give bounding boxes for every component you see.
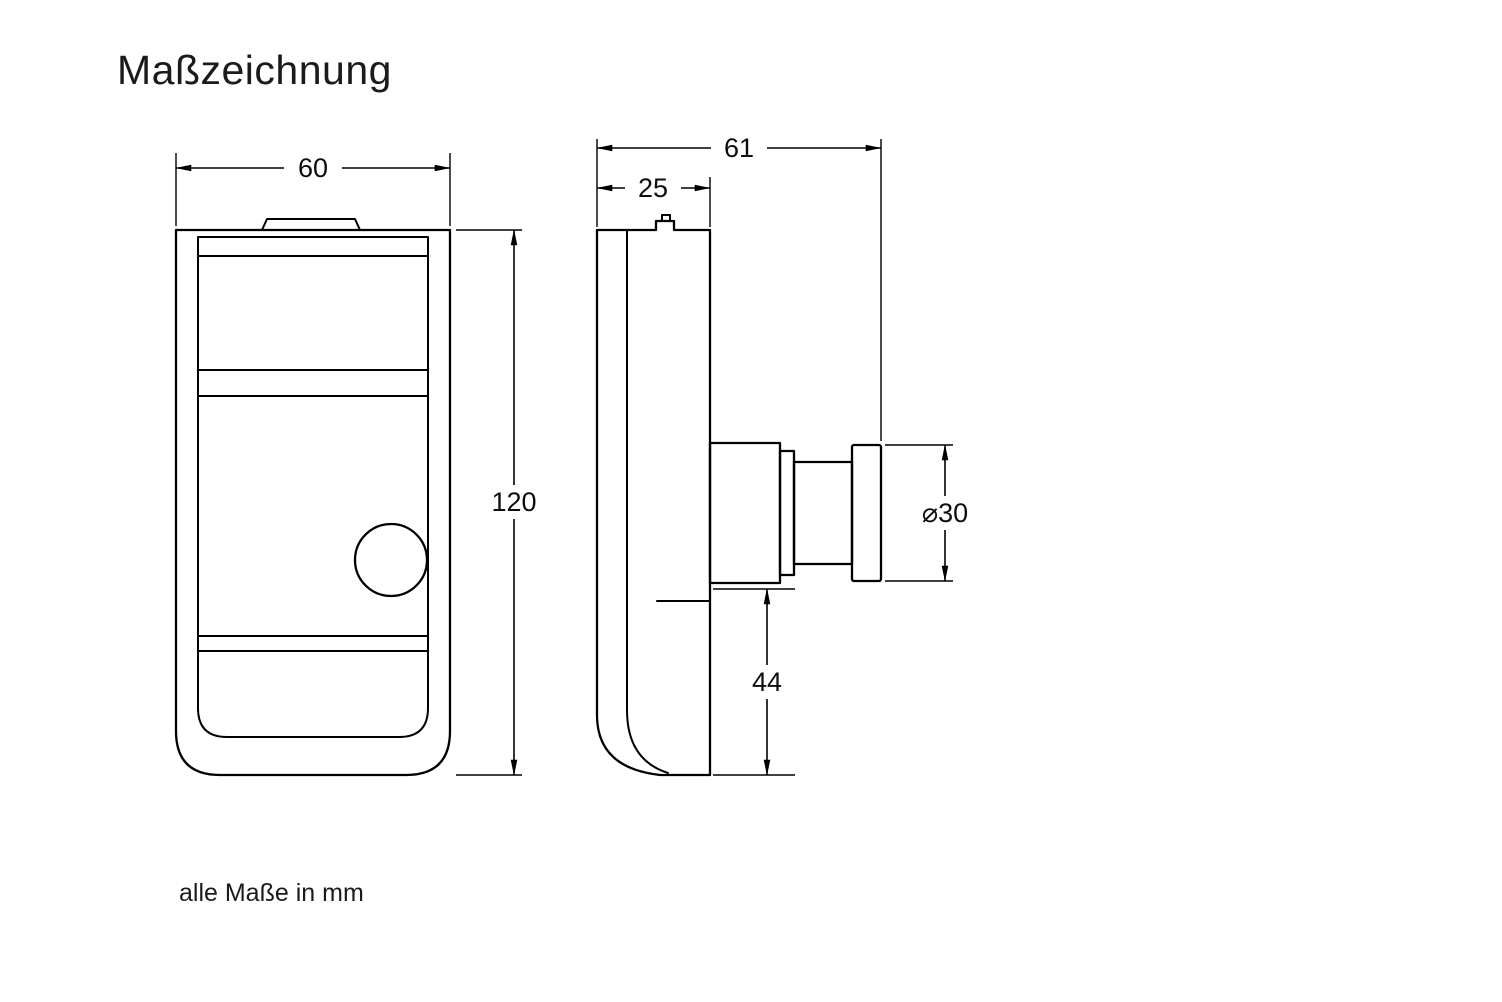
side-outline: [595, 219, 712, 777]
units-note: alle Maße in mm: [179, 879, 364, 907]
label-bg-body-depth: [625, 171, 681, 204]
dim-label-total-depth: 61: [724, 133, 754, 163]
dim-label-knob-diameter: ⌀30: [922, 498, 968, 528]
knob-flange: [778, 449, 796, 577]
label-bg-knob-diameter: [903, 496, 987, 530]
dim-label-knob-offset: 44: [752, 667, 782, 697]
dimension-labels: 60 120 61 25 ⌀30 44: [284, 131, 987, 699]
knob-cap: [850, 443, 883, 583]
dim-label-front-height: 120: [491, 487, 536, 517]
knob-mount: [708, 441, 782, 585]
dim-label-body-depth: 25: [638, 173, 668, 203]
front-view: [174, 218, 452, 777]
label-bg-total-depth: [711, 131, 767, 164]
knob-circle: [353, 522, 429, 598]
knob-shaft: [792, 460, 854, 566]
label-bg-front-width: [284, 151, 342, 184]
front-outline: [174, 228, 452, 777]
side-view: [595, 214, 883, 777]
front-top-tab: [261, 218, 361, 231]
side-backplate-line: [626, 229, 669, 774]
side-top-nub: [661, 214, 671, 222]
label-bg-knob-offset: [739, 665, 795, 699]
drawing-title: Maßzeichnung: [117, 47, 392, 93]
extension-lines: [175, 139, 953, 776]
front-inner-outline: [197, 236, 429, 738]
label-bg-front-height: [481, 485, 547, 519]
dim-label-front-width: 60: [298, 153, 328, 183]
